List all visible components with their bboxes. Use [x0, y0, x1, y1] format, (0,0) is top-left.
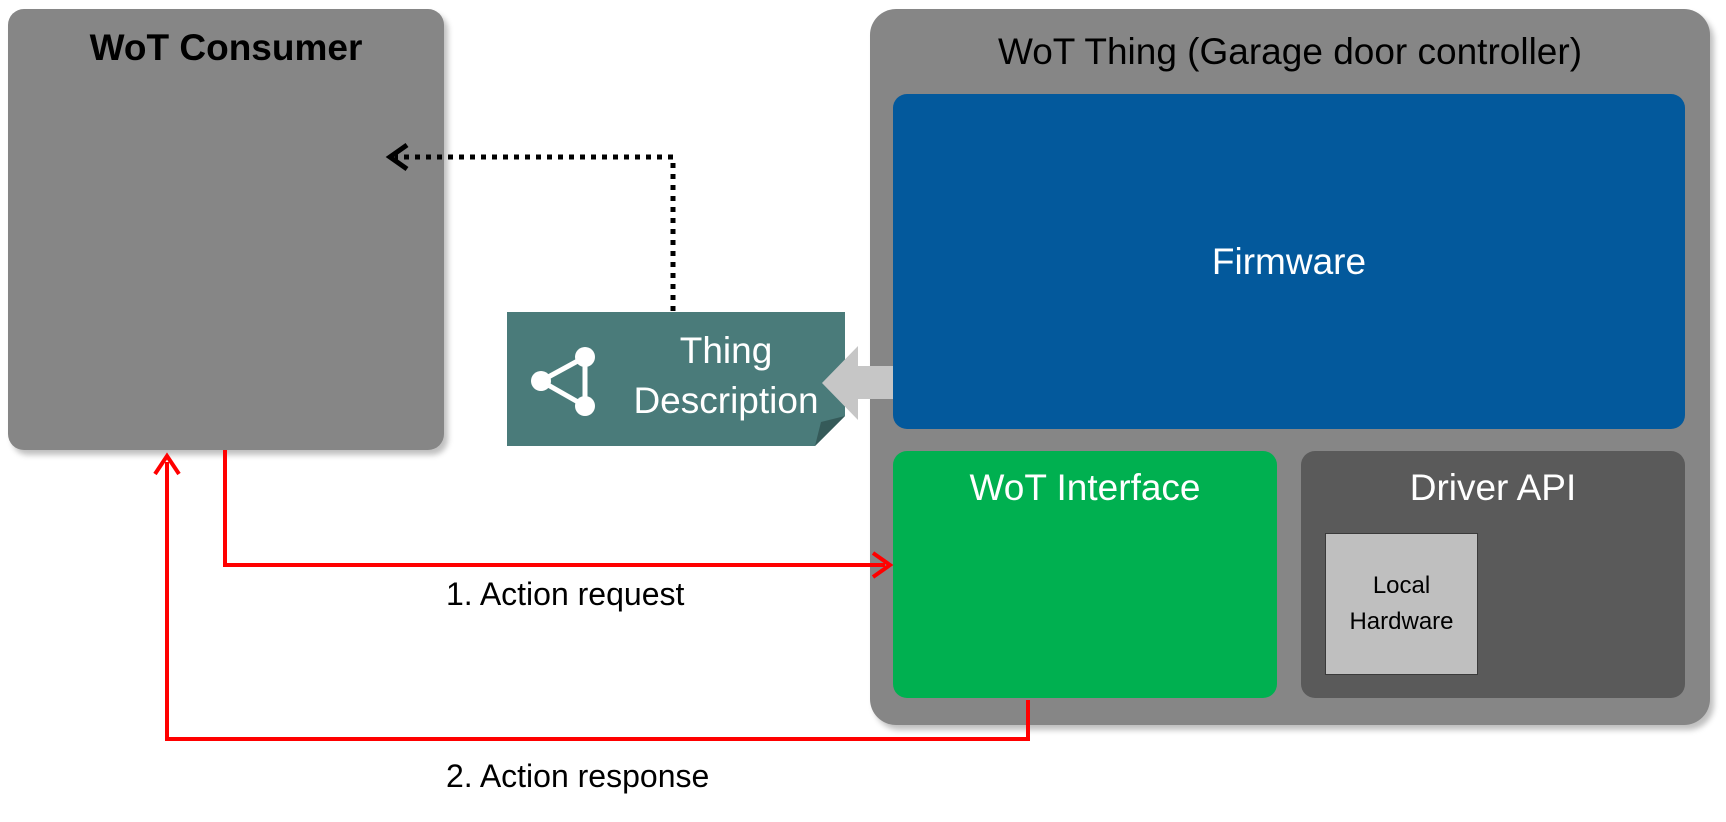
thing-description-label: Thing Description: [607, 326, 845, 426]
firmware-box: Firmware: [893, 94, 1685, 429]
wot-consumer-title: WoT Consumer: [89, 27, 363, 68]
wot-thing-title: WoT Thing (Garage door controller): [997, 31, 1583, 72]
firmware-label: Firmware: [1211, 240, 1367, 282]
action-response-label: 2. Action response: [446, 758, 710, 794]
action-request-label: 1. Action request: [446, 576, 685, 612]
wot-consumer-box: WoT Consumer: [8, 9, 444, 450]
thing-description-box: Thing Description: [507, 312, 845, 446]
thing-description-line2: Description: [633, 380, 819, 421]
action-request-arrow: [223, 450, 885, 567]
local-hardware-line2: Hardware: [1349, 608, 1454, 635]
local-hardware-line1: Local: [1372, 572, 1431, 599]
action-response-arrowhead: [153, 452, 181, 476]
wot-interface-title: WoT Interface: [969, 467, 1201, 508]
wot-interface-box: WoT Interface: [893, 451, 1277, 698]
folded-corner: [815, 416, 845, 446]
local-hardware-box: Local Hardware: [1325, 533, 1478, 675]
driver-api-title: Driver API: [1409, 467, 1577, 508]
share-graph-icon: [531, 347, 595, 416]
thing-description-line1: Thing: [679, 330, 773, 371]
